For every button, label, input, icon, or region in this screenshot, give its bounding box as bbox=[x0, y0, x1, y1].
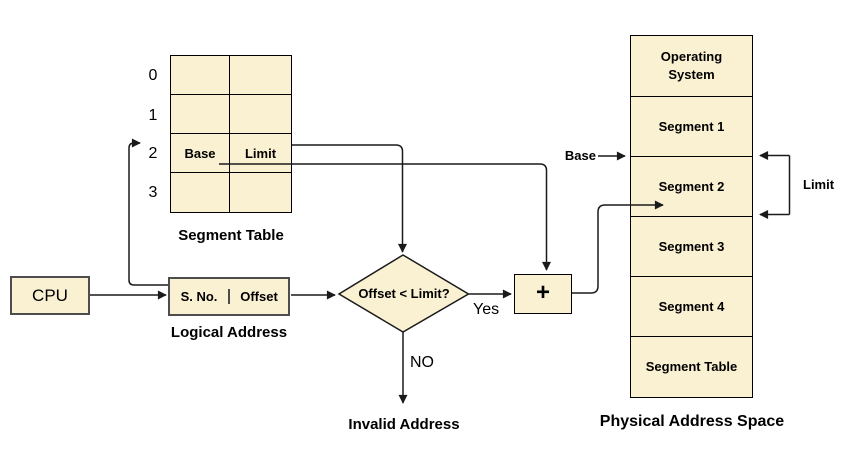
limit-label: Limit bbox=[803, 177, 835, 192]
adder-box: + bbox=[514, 274, 572, 314]
segment-table-cell bbox=[230, 95, 291, 134]
cpu-label: CPU bbox=[32, 285, 68, 305]
no-label: NO bbox=[410, 354, 434, 371]
physical-memory-caption: Physical Address Space bbox=[599, 413, 785, 430]
segment-table-cell-base: Base bbox=[171, 134, 230, 173]
segment-table-caption: Segment Table bbox=[178, 227, 284, 244]
memory-block-segment-2: Segment 2 bbox=[631, 157, 752, 217]
segment-table-row-index-1: 1 bbox=[148, 107, 158, 124]
segment-table-cell bbox=[230, 173, 291, 212]
segment-table: Base Limit bbox=[170, 55, 292, 213]
segment-table-row-index-0: 0 bbox=[148, 67, 158, 84]
decision-label: Offset < Limit? bbox=[358, 286, 450, 301]
segment-number-cell: S. No. bbox=[170, 289, 230, 304]
segment-table-cell bbox=[171, 56, 230, 95]
yes-label: Yes bbox=[473, 301, 500, 318]
memory-block-segment-table: Segment Table bbox=[645, 359, 738, 375]
segment-table-cell bbox=[171, 95, 230, 134]
memory-block-segment-3: Segment 3 bbox=[631, 217, 752, 277]
logical-address-box: S. No. Offset bbox=[168, 277, 290, 316]
memory-block-os: Operating System bbox=[631, 36, 752, 97]
segment-table-cell bbox=[230, 56, 291, 95]
offset-cell: Offset bbox=[240, 289, 278, 304]
memory-block-segment-4: Segment 4 bbox=[631, 277, 752, 337]
segment-table-row-index-2: 2 bbox=[148, 145, 158, 162]
invalid-address-label: Invalid Address bbox=[348, 416, 460, 433]
physical-memory-column: Operating System Segment 1 Segment 2 Seg… bbox=[630, 35, 753, 398]
adder-symbol: + bbox=[535, 278, 550, 306]
cpu-box: CPU bbox=[10, 276, 90, 315]
connector-limit-to-decision bbox=[292, 144, 407, 253]
segment-table-cell bbox=[171, 173, 230, 212]
segment-table-row-index-3: 3 bbox=[148, 184, 158, 201]
logical-address-caption: Logical Address bbox=[170, 324, 288, 341]
segment-table-cell-limit: Limit bbox=[230, 134, 291, 173]
base-pointer-label: Base bbox=[564, 148, 596, 163]
memory-block-segment-1: Segment 1 bbox=[631, 97, 752, 157]
